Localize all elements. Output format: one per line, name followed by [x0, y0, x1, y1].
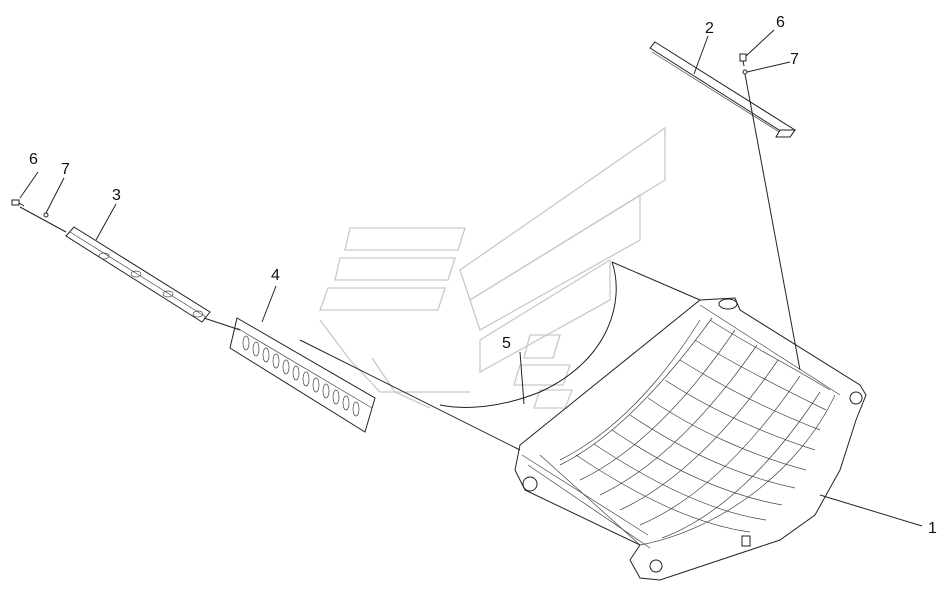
callout-7-left: 7 [61, 161, 70, 178]
callout-2: 2 [705, 20, 714, 37]
callout-6-right: 6 [776, 14, 785, 31]
concave-frame [514, 297, 867, 581]
callout-7-right: 7 [790, 51, 799, 68]
callout-5: 5 [502, 335, 511, 352]
mount-hole-right [849, 391, 863, 405]
bolt-right [739, 53, 747, 67]
callout-4: 4 [271, 267, 280, 284]
angle-bracket-part-2 [649, 41, 796, 138]
callout-1: 1 [928, 520, 937, 537]
mount-hole-top [718, 298, 738, 310]
washer-left [43, 212, 49, 218]
callout-6-left: 6 [29, 151, 38, 168]
washer-right [742, 69, 748, 75]
callout-3: 3 [112, 187, 121, 204]
angle-bar-part-3 [65, 226, 211, 323]
mount-hole-bottom [649, 559, 663, 573]
assembly-lines [19, 29, 923, 527]
mount-hole-left [522, 476, 538, 492]
strip-slots [242, 335, 360, 417]
curved-wire-part-5 [439, 261, 617, 408]
watermark-logo [319, 126, 666, 409]
mount-tab [741, 535, 751, 547]
bolt-left [11, 199, 25, 207]
perforated-strip-part-4 [229, 317, 376, 433]
